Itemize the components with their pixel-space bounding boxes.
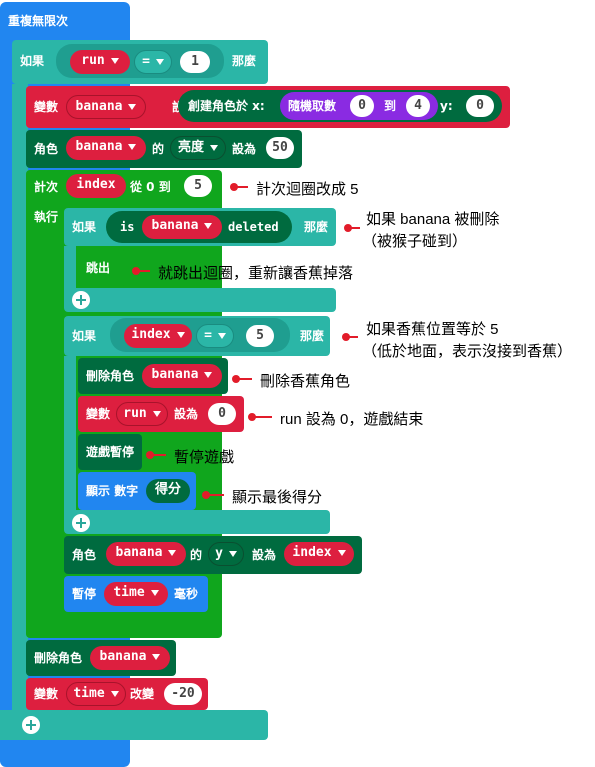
op-equals-dropdown[interactable]: = [134, 50, 172, 74]
var-index-dropdown[interactable]: index [284, 542, 354, 566]
break-label: 跳出 [86, 261, 111, 275]
if-index-foot [64, 510, 330, 534]
ms-label: 毫秒 [174, 587, 199, 601]
break-block[interactable]: 跳出 [78, 250, 126, 286]
count-value-input[interactable]: 5 [184, 175, 212, 197]
note-position: 如果香蕉位置等於 5 [366, 321, 499, 338]
brightness-dropdown[interactable]: 亮度 [170, 136, 226, 160]
of-label: 的 [152, 142, 165, 156]
if-label: 如果 [72, 329, 97, 343]
forever-label: 重複無限次 [8, 14, 69, 28]
count-label: 計次 [34, 180, 59, 194]
pointer-line [252, 416, 272, 418]
if-deleted-foot [64, 288, 336, 312]
note-deleted-sub: （被猴子碰到） [362, 233, 468, 250]
var-run-dropdown[interactable]: run [116, 402, 168, 426]
note-delete: 刪除香蕉角色 [260, 373, 351, 390]
if-index-body [64, 356, 76, 510]
variable-label: 變數 [86, 407, 111, 421]
var-banana-dropdown[interactable]: banana [90, 646, 170, 670]
if-label: 如果 [20, 54, 45, 68]
op-equals-dropdown[interactable]: = [196, 324, 234, 348]
note-count: 計次迴圈改成 5 [256, 181, 359, 198]
show-number-label: 顯示 數字 [86, 484, 139, 498]
change-value-input[interactable]: -20 [164, 683, 202, 705]
note-run: run 設為 0，遊戲結束 [280, 411, 424, 428]
delete-sprite-label: 刪除角色 [86, 369, 135, 383]
var-banana-dropdown[interactable]: banana [66, 136, 146, 160]
deleted-label: deleted [228, 220, 279, 234]
var-index-dropdown[interactable]: index [124, 324, 192, 348]
if-body-left [12, 84, 28, 710]
var-banana-dropdown[interactable]: banana [106, 542, 186, 566]
sprite-label: 角色 [72, 548, 97, 562]
var-banana-dropdown[interactable]: banana [142, 215, 222, 239]
assign-label: 設為 [174, 407, 199, 421]
note-score: 顯示最後得分 [232, 489, 323, 506]
var-time-dropdown[interactable]: time [104, 582, 168, 606]
var-index-dropdown[interactable]: index [66, 174, 126, 198]
pointer-dot [146, 451, 154, 459]
note-break: 就跳出迴圈，重新讓香蕉掉落 [158, 265, 354, 282]
random-label: 隨機取數 [288, 99, 337, 113]
pause-game-label: 遊戲暫停 [86, 445, 135, 459]
pointer-line [236, 378, 252, 380]
value-5-input[interactable]: 5 [246, 325, 274, 347]
forever-bottom-bar [0, 710, 268, 740]
var-banana-dropdown[interactable]: banana [142, 364, 222, 388]
then-label: 那麼 [304, 220, 329, 234]
note-deleted: 如果 banana 被刪除 [366, 211, 500, 228]
pointer-dot [230, 183, 238, 191]
pointer-line [348, 227, 360, 229]
brightness-input[interactable]: 50 [266, 137, 294, 159]
y-dropdown[interactable]: y [208, 542, 244, 566]
var-banana-dropdown[interactable]: banana [66, 95, 146, 119]
pointer-dot [248, 413, 256, 421]
sprite-label: 角色 [34, 142, 59, 156]
score-variable[interactable]: 得分 [146, 479, 190, 503]
forever-add-icon[interactable] [22, 716, 40, 734]
note-pause: 暫停遊戲 [174, 449, 235, 466]
to-label: 到 [384, 99, 397, 113]
assign-label: 設為 [252, 548, 277, 562]
pause-label: 暫停 [72, 587, 97, 601]
if-label: 如果 [72, 220, 97, 234]
range-label: 從 0 到 [130, 180, 171, 194]
value-1-input[interactable]: 1 [180, 51, 210, 73]
pointer-line [346, 336, 358, 338]
variable-label: 變數 [34, 687, 59, 701]
add-else-icon[interactable] [72, 514, 90, 532]
pointer-dot [342, 333, 350, 341]
var-time-dropdown[interactable]: time [66, 682, 126, 706]
random-to-input[interactable]: 4 [406, 95, 430, 117]
pointer-dot [132, 267, 140, 275]
note-position-sub: （低於地面，表示沒接到香蕉） [362, 343, 573, 360]
then-label: 那麼 [300, 329, 325, 343]
assign-label: 設為 [232, 142, 257, 156]
pointer-dot [232, 375, 240, 383]
delete-sprite-label: 刪除角色 [34, 651, 83, 665]
pointer-line [234, 186, 248, 188]
run-value-input[interactable]: 0 [208, 403, 236, 425]
pause-game-block[interactable]: 遊戲暫停 [78, 434, 142, 470]
pointer-line [150, 454, 166, 456]
create-sprite-label: 創建角色於 x: [188, 99, 265, 113]
y-input[interactable]: 0 [466, 95, 494, 117]
pointer-line [136, 270, 150, 272]
of-label: 的 [190, 548, 203, 562]
variable-label: 變數 [34, 100, 59, 114]
y-label: y: [440, 99, 453, 113]
add-else-icon[interactable] [72, 291, 90, 309]
pointer-dot [344, 224, 352, 232]
if-deleted-body [64, 246, 76, 288]
random-from-input[interactable]: 0 [350, 95, 374, 117]
pointer-line [206, 494, 224, 496]
var-run-dropdown[interactable]: run [70, 50, 130, 74]
do-label: 執行 [34, 210, 59, 224]
change-label: 改變 [130, 687, 155, 701]
then-label: 那麼 [232, 54, 257, 68]
pointer-dot [202, 491, 210, 499]
is-label: is [120, 220, 135, 234]
